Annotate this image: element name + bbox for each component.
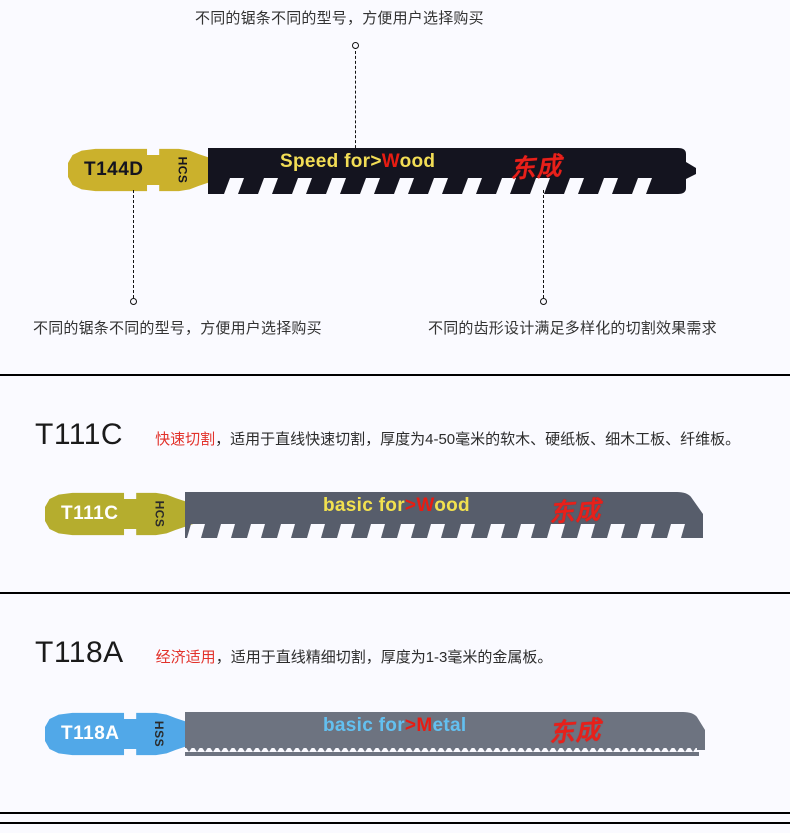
- t111c-tag: 快速切割: [155, 431, 216, 448]
- blade-body-shape: [185, 712, 705, 756]
- shank-model-label: T144D: [84, 159, 144, 180]
- tagline-prefix: basic for: [323, 495, 405, 516]
- hero-left-leader-line: [133, 190, 134, 298]
- t111c-model-title: T111C: [35, 418, 124, 451]
- tagline-arrow-icon: >: [370, 151, 382, 172]
- t118a-description-text: ，适用于直线精细切割，厚度为1-3毫米的金属板。: [215, 649, 553, 666]
- t111c-description-text: ，适用于直线快速切割，厚度为4-50毫米的软木、硬纸板、细木工板、纤维板。: [215, 431, 741, 448]
- tagline-highlight: W: [416, 495, 435, 516]
- shank-model-label: T118A: [61, 723, 120, 744]
- shank-material-label: HCS: [152, 500, 167, 528]
- tagline-suffix: ood: [434, 495, 470, 516]
- tagline-highlight: W: [381, 151, 400, 172]
- hero-right-leader-dot: [540, 298, 547, 305]
- blade-t118a: T118A HSS basic for>Metal 东成: [45, 712, 715, 758]
- shank-shape: [68, 148, 220, 192]
- t111c-heading-row: T111C 快速切割，适用于直线快速切割，厚度为4-50毫米的软木、硬纸板、细木…: [35, 418, 740, 452]
- blade-shank: T111C HCS: [45, 492, 197, 536]
- shank-shape: [45, 492, 197, 536]
- hero-left-annotation: 不同的锯条不同的型号，方便用户选择购买: [33, 320, 322, 337]
- blade-t144d: T144D HCS Speed for>Wood 东成: [68, 148, 708, 194]
- t118a-description: 经济适用，适用于直线精细切割，厚度为1-3毫米的金属板。: [156, 646, 553, 667]
- tagline-arrow-icon: >: [404, 715, 417, 736]
- shank-model-label: T111C: [61, 503, 119, 524]
- tagline-arrow-icon: >: [404, 495, 417, 516]
- blade-body-shape: [208, 148, 696, 194]
- blade-body: Speed for>Wood 东成: [208, 148, 703, 194]
- hero-right-leader-line: [543, 190, 544, 298]
- hero-left-leader-dot: [130, 298, 137, 305]
- tagline-prefix: basic for: [323, 715, 405, 736]
- t111c-description: 快速切割，适用于直线快速切割，厚度为4-50毫米的软木、硬纸板、细木工板、纤维板…: [155, 428, 740, 449]
- blade-tagline: basic for>Metal: [323, 715, 466, 737]
- tagline-suffix: ood: [399, 151, 436, 172]
- hero-top-leader-line: [355, 46, 356, 158]
- blade-tagline: Speed for>Wood: [280, 151, 435, 173]
- blade-shank: T144D HCS: [68, 148, 220, 192]
- brand-logo: 东成: [548, 717, 603, 748]
- blade-tagline: basic for>Wood: [323, 495, 470, 517]
- hero-right-annotation: 不同的齿形设计满足多样化的切割效果需求: [428, 320, 717, 337]
- section-divider-3: [0, 812, 790, 814]
- shank-shape: [45, 712, 197, 756]
- section-divider-4: [0, 822, 790, 824]
- t118a-tag: 经济适用: [155, 649, 216, 666]
- shank-material-label: HCS: [175, 156, 190, 184]
- t118a-heading-row: T118A 经济适用，适用于直线精细切割，厚度为1-3毫米的金属板。: [35, 636, 552, 670]
- t118a-model-title: T118A: [35, 636, 124, 669]
- blade-body: basic for>Wood 东成: [185, 492, 705, 538]
- section-divider-2: [0, 592, 790, 594]
- tagline-suffix: etal: [432, 715, 467, 736]
- blade-shank: T118A HSS: [45, 712, 197, 756]
- blade-body: basic for>Metal 东成: [185, 712, 705, 756]
- brand-logo: 东成: [509, 153, 564, 184]
- brand-logo: 东成: [548, 497, 603, 528]
- shank-material-label: HSS: [152, 720, 167, 748]
- hero-top-leader-dot: [352, 42, 359, 49]
- section-divider-1: [0, 374, 790, 376]
- blade-body-shape: [185, 492, 703, 538]
- blade-t111c: T111C HCS basic for>Wood 东成: [45, 492, 715, 538]
- hero-top-annotation: 不同的锯条不同的型号，方便用户选择购买: [195, 10, 484, 27]
- tagline-highlight: M: [416, 715, 433, 736]
- tagline-prefix: Speed for: [280, 151, 371, 172]
